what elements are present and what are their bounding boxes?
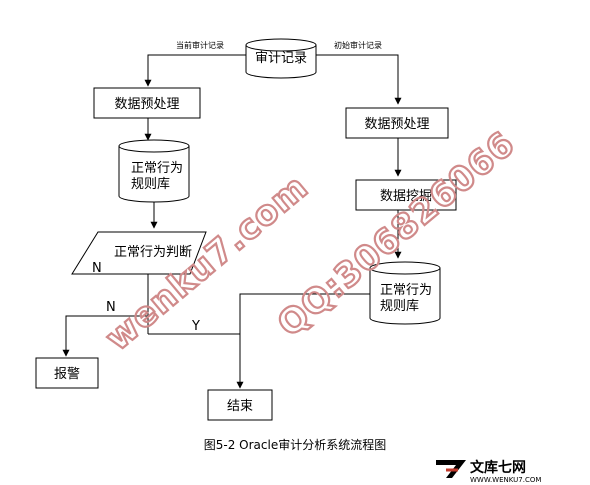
n-label-1: N bbox=[92, 261, 102, 276]
rule-db-left-line2: 规则库 bbox=[131, 176, 170, 192]
rule-db-right: 正常行为 规则库 bbox=[369, 261, 441, 325]
edge-to-alarm bbox=[62, 315, 148, 357]
y-label: Y bbox=[191, 319, 200, 334]
rule-db-left-line1: 正常行为 bbox=[131, 161, 183, 176]
audit-records-label: 审计记录 bbox=[255, 51, 307, 66]
logo-text: 文库七网 bbox=[470, 459, 526, 476]
preprocess-left-box: 数据预处理 bbox=[93, 87, 201, 119]
alarm-label: 报警 bbox=[54, 366, 80, 382]
edge-rule-db-right-to-judge bbox=[239, 293, 370, 334]
preprocess-left-label: 数据预处理 bbox=[114, 97, 179, 112]
audit-records-database: 审计记录 bbox=[245, 38, 317, 79]
end-label: 结束 bbox=[227, 399, 253, 414]
rule-db-right-line1: 正常行为 bbox=[380, 283, 432, 298]
edge-initial-audit bbox=[316, 54, 402, 105]
current-audit-label: 当前审计记录 bbox=[176, 40, 224, 50]
preprocess-right-box: 数据预处理 bbox=[345, 107, 449, 139]
alarm-box: 报警 bbox=[35, 357, 99, 389]
figure-caption: 图5-2 Oracle审计分析系统流程图 bbox=[204, 437, 386, 452]
normal-judge-label: 正常行为判断 bbox=[114, 245, 192, 260]
edge-to-end bbox=[148, 333, 244, 389]
data-mining-box: 数据挖掘 bbox=[355, 179, 457, 211]
logo: 文库七网 WWW.WENKU7.COM bbox=[436, 459, 541, 484]
edge-current-audit bbox=[144, 54, 246, 87]
logo-mark-icon bbox=[436, 460, 466, 478]
n-label-2: N bbox=[106, 300, 116, 315]
data-mining-label: 数据挖掘 bbox=[380, 189, 432, 204]
end-box: 结束 bbox=[207, 389, 273, 421]
preprocess-right-label: 数据预处理 bbox=[364, 117, 429, 132]
rule-db-left: 正常行为 规则库 bbox=[118, 139, 190, 203]
initial-audit-label: 初始审计记录 bbox=[334, 40, 382, 50]
rule-db-right-line2: 规则库 bbox=[380, 298, 419, 314]
normal-judge-decision: 正常行为判断 bbox=[71, 231, 207, 275]
logo-url: WWW.WENKU7.COM bbox=[470, 476, 541, 484]
